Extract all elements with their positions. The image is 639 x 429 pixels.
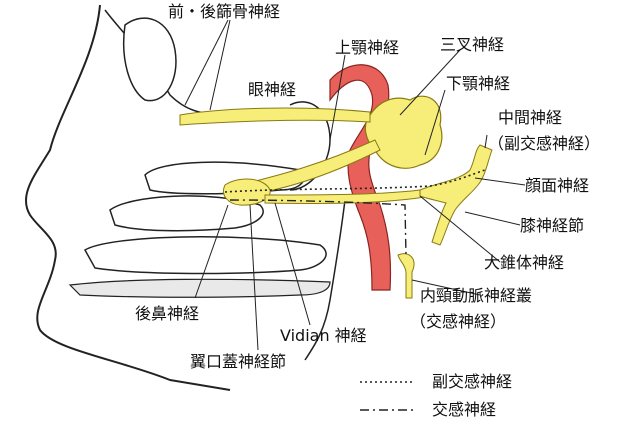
legend-parasympathetic-label: 副交感神経 (432, 372, 512, 392)
label-ophthalmic-nerve: 眼神経 (248, 80, 296, 100)
label-maxillary-nerve: 上顎神経 (335, 38, 399, 58)
label-intermediate-nerve: 中間神経 (498, 108, 562, 128)
label-carotid-plexus-note: （交感神経） (410, 312, 506, 332)
legend-sympathetic-label: 交感神経 (432, 400, 496, 420)
label-carotid-plexus: 内頸動脈神経叢 (420, 286, 532, 306)
ophthalmic-nerve (180, 108, 370, 125)
label-facial-nerve: 顔面神経 (525, 176, 589, 196)
label-ethmoidal-nerves: 前・後篩骨神経 (168, 2, 280, 22)
label-trigeminal-nerve: 三叉神経 (440, 35, 504, 55)
internal-carotid-artery (330, 65, 391, 290)
carotid-plexus (398, 254, 414, 298)
label-intermediate-note: （副交感神経） (488, 134, 600, 154)
label-greater-petrosal-nerve: 大錐体神経 (484, 253, 564, 273)
label-vidian-nerve: Vidian 神経 (280, 326, 367, 346)
label-geniculate-ganglion: 膝神経節 (520, 216, 584, 236)
label-mandibular-nerve: 下顎神経 (446, 74, 510, 94)
label-pterygopalatine-ganglion: 翼口蓋神経節 (190, 352, 286, 372)
frontal-sinus (124, 18, 176, 101)
label-posterior-nasal-nerve: 後鼻神経 (135, 304, 199, 324)
hard-palate (70, 279, 330, 297)
trigeminal-ganglion (365, 96, 441, 168)
